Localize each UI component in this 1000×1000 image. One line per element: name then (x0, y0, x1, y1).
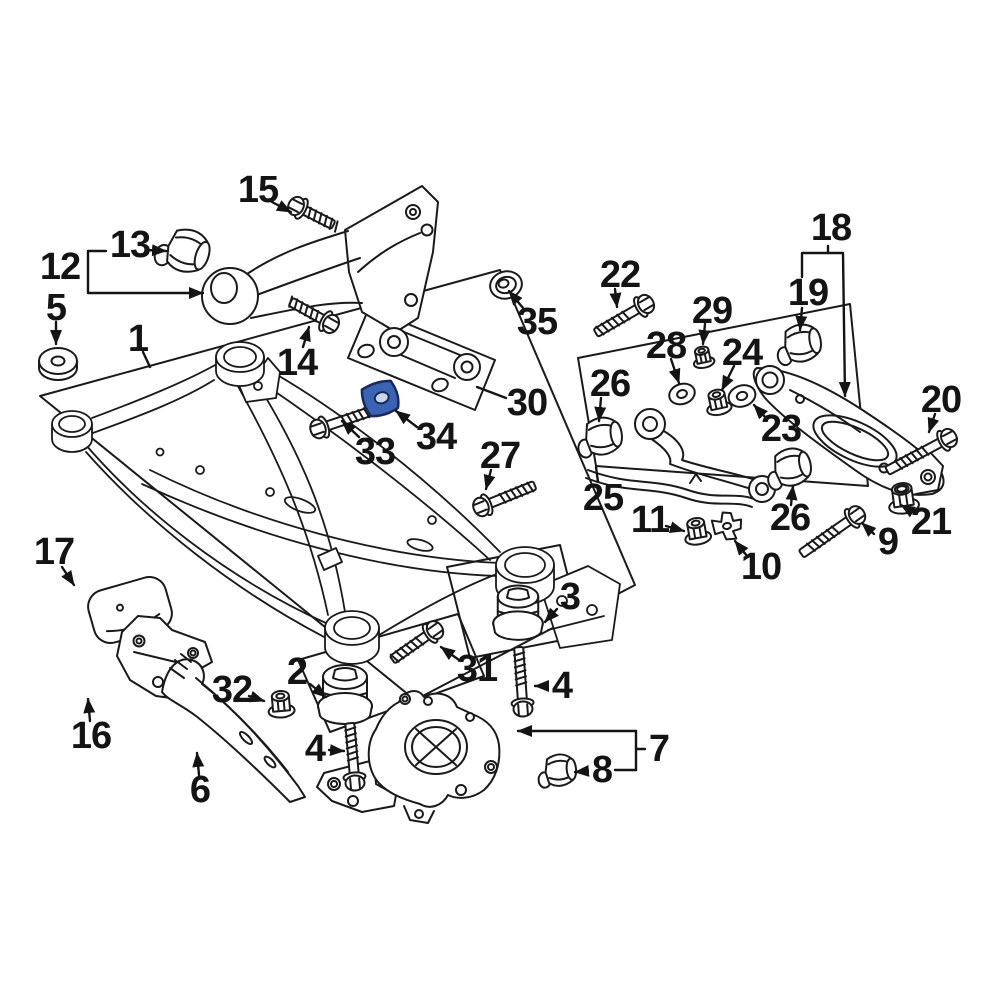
leader-33 (340, 419, 361, 439)
part-34-highlighted-cam-plate (360, 378, 402, 418)
part-20-bolt (882, 423, 962, 481)
leader-6 (192, 751, 205, 777)
part-6-brace (162, 654, 305, 802)
leader-30 (475, 385, 508, 400)
part-5-grommet (39, 348, 77, 380)
part-4-bolt-left (342, 722, 368, 793)
leader-23 (752, 403, 769, 421)
part-27-bolt (468, 475, 539, 522)
leader-19 (795, 306, 808, 332)
leader-8 (573, 764, 590, 777)
leader-32 (247, 690, 266, 703)
leader-26R (785, 484, 798, 507)
leader-25 (594, 465, 600, 484)
leader-22 (609, 287, 622, 309)
box-part-30 (348, 308, 495, 410)
part-4-bolt-right (510, 646, 536, 719)
subframe-tower (325, 611, 379, 664)
leader-34 (394, 409, 419, 429)
leader-2 (308, 682, 328, 699)
leader-3 (543, 607, 559, 624)
part-34-hole (374, 391, 390, 405)
box-part-1 (40, 270, 635, 700)
part-30-link (356, 328, 480, 393)
subframe-tower (216, 342, 264, 386)
leader-16 (83, 697, 96, 723)
part-9-bolt (795, 500, 871, 563)
leader-13 (145, 244, 168, 257)
leader-14 (299, 325, 311, 349)
part-1-subframe (52, 342, 620, 664)
part-14-bolt (286, 295, 344, 339)
thin-link (588, 470, 754, 499)
leader-35 (507, 289, 525, 310)
subframe-tower (52, 411, 92, 452)
part-15-bolt (283, 191, 341, 233)
part-7-knuckle (317, 691, 499, 823)
leader-28 (668, 357, 681, 385)
part-21-nut (884, 479, 922, 517)
leader-15 (270, 200, 293, 214)
leader-20 (927, 412, 940, 434)
leader-10 (733, 539, 749, 558)
leader-26L (594, 396, 607, 423)
leader-9 (860, 521, 877, 537)
leader-31 (439, 645, 461, 662)
part-22-bolt (590, 289, 659, 343)
leader-17 (60, 565, 76, 587)
part-10-clip (711, 510, 744, 543)
leader-12 (86, 249, 205, 299)
leader-4L (327, 744, 346, 757)
leader-24 (720, 364, 736, 392)
leader-1 (141, 350, 152, 369)
leader-27 (483, 468, 496, 491)
part-12-trailing-arm (151, 186, 438, 332)
part-31-bolt (386, 615, 449, 665)
leader-18 (800, 251, 851, 398)
upper-arm (662, 430, 756, 480)
leader-11 (664, 521, 686, 534)
leader-21 (899, 503, 918, 518)
leader-29 (698, 322, 711, 346)
part-25-upper-arm-assembly (573, 409, 816, 507)
